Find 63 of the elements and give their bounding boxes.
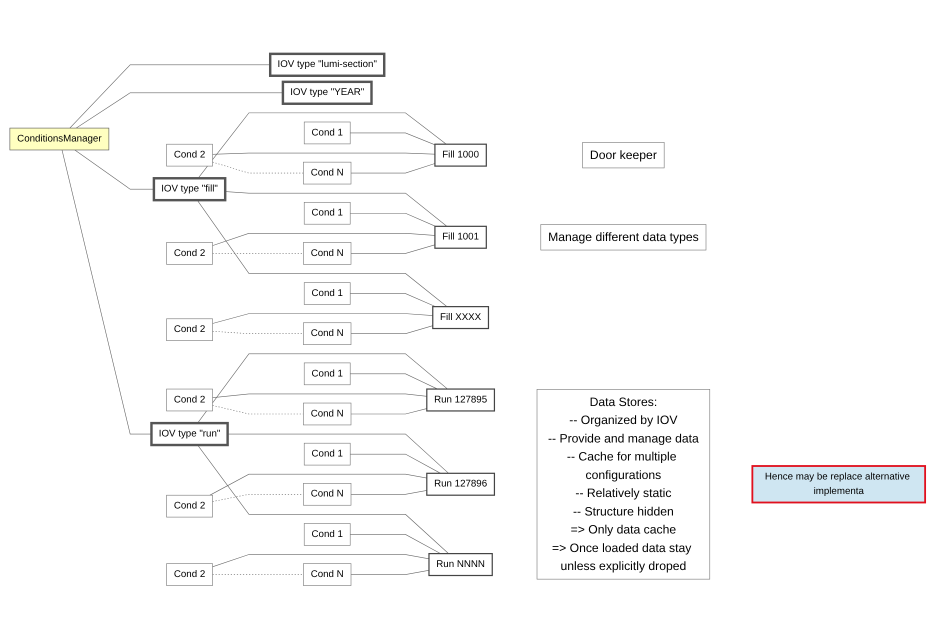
node-box: Data Stores: -- Organized by IOV -- Provide and manage data -- Cache for multiple configurations -- Relatively static -- Structure hidden => Only data cache => Once loaded data stay unless explicitly droped: [536, 389, 710, 580]
connector: [212, 405, 304, 415]
node-box: Cond 2: [166, 242, 213, 265]
connector: [210, 474, 428, 496]
node-box: Cond N: [303, 403, 352, 426]
connector: [197, 445, 449, 554]
node-box: Cond N: [303, 162, 352, 185]
connector: [62, 150, 152, 435]
node-box: Fill 1000: [434, 144, 487, 167]
node-box: Cond N: [303, 483, 352, 506]
connector: [212, 153, 436, 155]
connector: [350, 408, 428, 415]
connector: [350, 570, 430, 576]
connector: [350, 454, 441, 474]
connector: [350, 132, 436, 146]
node-box: Cond 2: [166, 389, 213, 412]
connector: [350, 294, 436, 308]
connector: [350, 374, 438, 390]
node-box: IOV type "YEAR": [282, 80, 373, 106]
node-box: Run 127896: [426, 473, 496, 496]
node-box: Cond 2: [166, 318, 213, 342]
connector: [350, 326, 434, 334]
node-box: IOV type "fill": [152, 177, 226, 202]
node-box: IOV type "run": [150, 422, 229, 447]
connector: [224, 192, 448, 227]
node-box: Cond 1: [304, 282, 350, 306]
node-box: Run NNNN: [428, 553, 493, 576]
connector: [197, 354, 448, 424]
node-box: Cond 2: [166, 144, 213, 167]
node-box: Door keeper: [582, 142, 664, 169]
connector: [350, 213, 436, 227]
connector: [212, 314, 434, 324]
connector: [212, 394, 428, 398]
node-box: Cond 1: [304, 122, 350, 144]
node-box: Cond 1: [304, 443, 350, 466]
node-box: Cond 2: [166, 564, 213, 586]
connector: [227, 434, 449, 474]
node-box: Cond 2: [166, 495, 213, 518]
node-box: Manage different data types: [540, 224, 706, 251]
node-box: Cond 1: [304, 362, 350, 386]
node-box: Run 127895: [426, 388, 496, 412]
node-box: Cond N: [303, 242, 352, 265]
node-box: Hence may be replace alternative implementa: [751, 465, 926, 504]
node-box: Fill 1001: [434, 226, 487, 250]
connector: [212, 554, 430, 568]
connector: [350, 490, 428, 495]
connector: [350, 534, 441, 554]
connector: [76, 92, 284, 129]
connector: [212, 494, 304, 502]
connector: [350, 244, 436, 254]
connector: [196, 200, 448, 308]
node-box: Fill XXXX: [432, 306, 490, 330]
node-box: Cond 1: [304, 202, 350, 225]
node-box: Cond 1: [304, 523, 350, 546]
node-box: ConditionsManager: [10, 128, 110, 151]
connector: [350, 164, 436, 174]
connector: [198, 112, 447, 179]
connector: [70, 64, 270, 129]
connector: [74, 150, 154, 190]
node-box: IOV type "lumi-section": [268, 52, 386, 78]
connector: [212, 233, 436, 246]
node-box: Cond N: [303, 322, 352, 346]
node-box: Cond N: [303, 564, 352, 586]
